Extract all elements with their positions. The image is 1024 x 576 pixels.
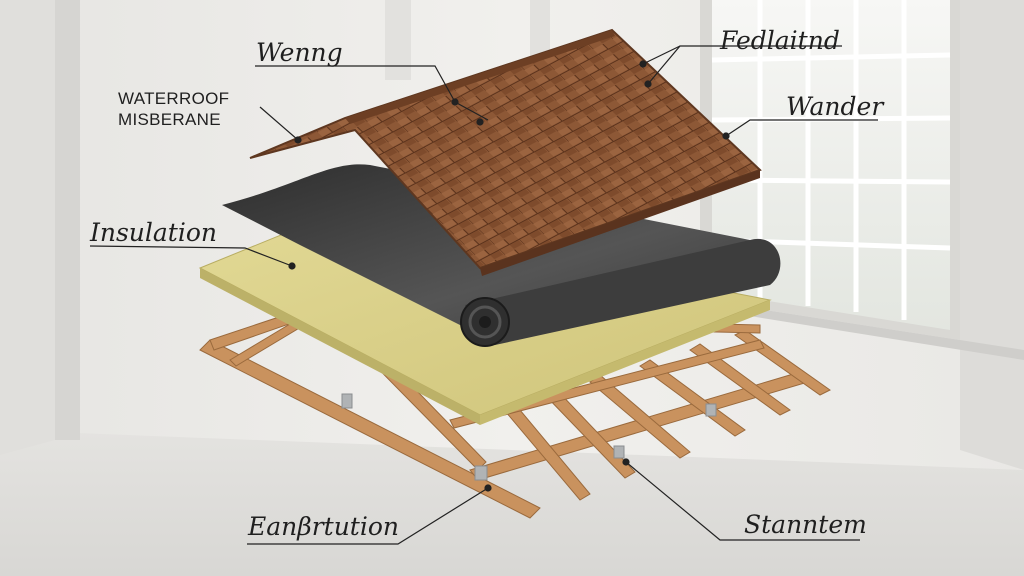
leader-lines [89,45,878,545]
label-waterproof-line2: MISBERANE [118,110,221,129]
label-fedlaitnd: Fedlaitnd [720,26,840,55]
shingle-roof [249,28,762,276]
label-insulation: Insulation [90,218,218,247]
label-waterproof-membrane: WATERROOF MISBERANE [118,88,229,130]
label-waterproof-line1: WATERROOF [118,89,230,108]
label-wander: Wander [786,92,884,121]
label-eanbrtution: Eanβrtution [248,512,400,541]
label-stanntem: Stanntem [744,510,867,539]
label-wenng: Wenng [256,38,343,67]
timber-trusses [199,289,831,519]
